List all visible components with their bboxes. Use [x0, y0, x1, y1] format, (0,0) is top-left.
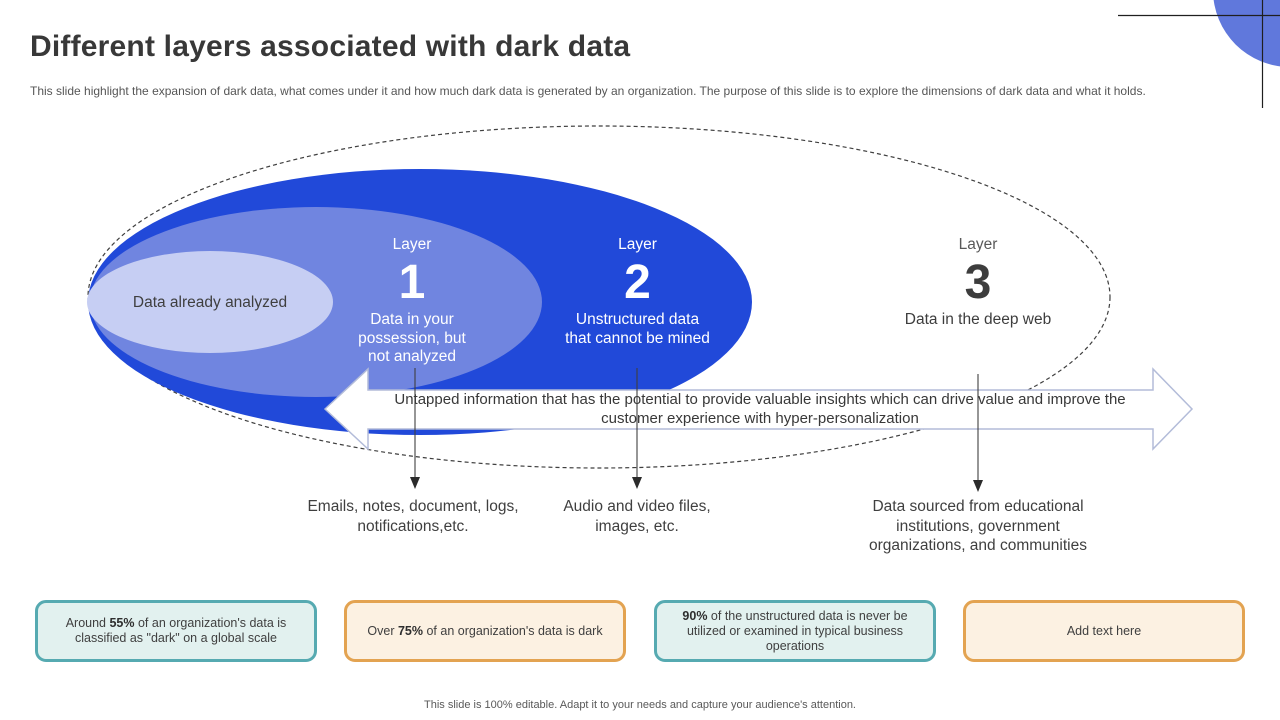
slide-subtitle: This slide highlight the expansion of da…: [30, 84, 1146, 98]
layer1-group: Layer 1 Data in your possession, but not…: [322, 236, 502, 367]
layer3-examples: Data sourced from educational institutio…: [869, 498, 1087, 554]
layer2-number: 2: [624, 256, 651, 309]
layer2-word: Layer: [618, 236, 657, 253]
add-text-placeholder-box[interactable]: Add text here: [963, 600, 1245, 662]
analyzed-data-ellipse: [87, 251, 333, 353]
layer3-word: Layer: [958, 236, 998, 253]
layer1-connector-arrow: [410, 368, 420, 489]
corner-accent-circle: [1213, 0, 1280, 67]
stat-box-text: Add text here: [1066, 623, 1142, 638]
double-arrow-shape: [323, 367, 1194, 451]
stat-box-90-percent: 90% of the unstructured data is never be…: [654, 600, 936, 662]
layer3-connector-arrow: [973, 374, 983, 492]
layer1-number: 1: [398, 256, 426, 309]
double-arrow-caption: Untapped information that has the potent…: [394, 391, 1126, 427]
layer3-description: Data in the deep web: [904, 311, 1052, 328]
layer2-examples: Audio and video files, images, etc.: [563, 498, 711, 535]
stat-box-55-percent: Around 55% of an organization's data is …: [35, 600, 317, 662]
layer1-examples: Emails, notes, document, logs, notificat…: [307, 498, 519, 535]
stat-box-text: Around 55% of an organization's data is …: [65, 616, 287, 645]
footer-note: This slide is 100% editable. Adapt it to…: [424, 699, 856, 711]
layer3-dashed-ellipse: [87, 125, 1111, 469]
stat-box-text: 90% of the unstructured data is never be…: [682, 608, 908, 653]
analyzed-data-label: Data already analyzed: [132, 294, 288, 311]
layer2-group: Layer 2 Unstructured data that cannot be…: [525, 236, 750, 348]
stat-box-75-percent: Over 75% of an organization's data is da…: [344, 600, 626, 662]
layer3-group: Layer 3 Data in the deep web: [858, 236, 1098, 330]
layer2-connector-arrow: [632, 368, 642, 489]
page-title: Different layers associated with dark da…: [30, 30, 631, 63]
layer3-number: 3: [964, 256, 992, 309]
layer1-description: Data in your possession, but not analyze…: [358, 311, 466, 365]
layer1-word: Layer: [392, 236, 432, 253]
layer2-description: Unstructured data that cannot be mined: [565, 311, 710, 347]
stat-box-text: Over 75% of an organization's data is da…: [367, 623, 603, 638]
